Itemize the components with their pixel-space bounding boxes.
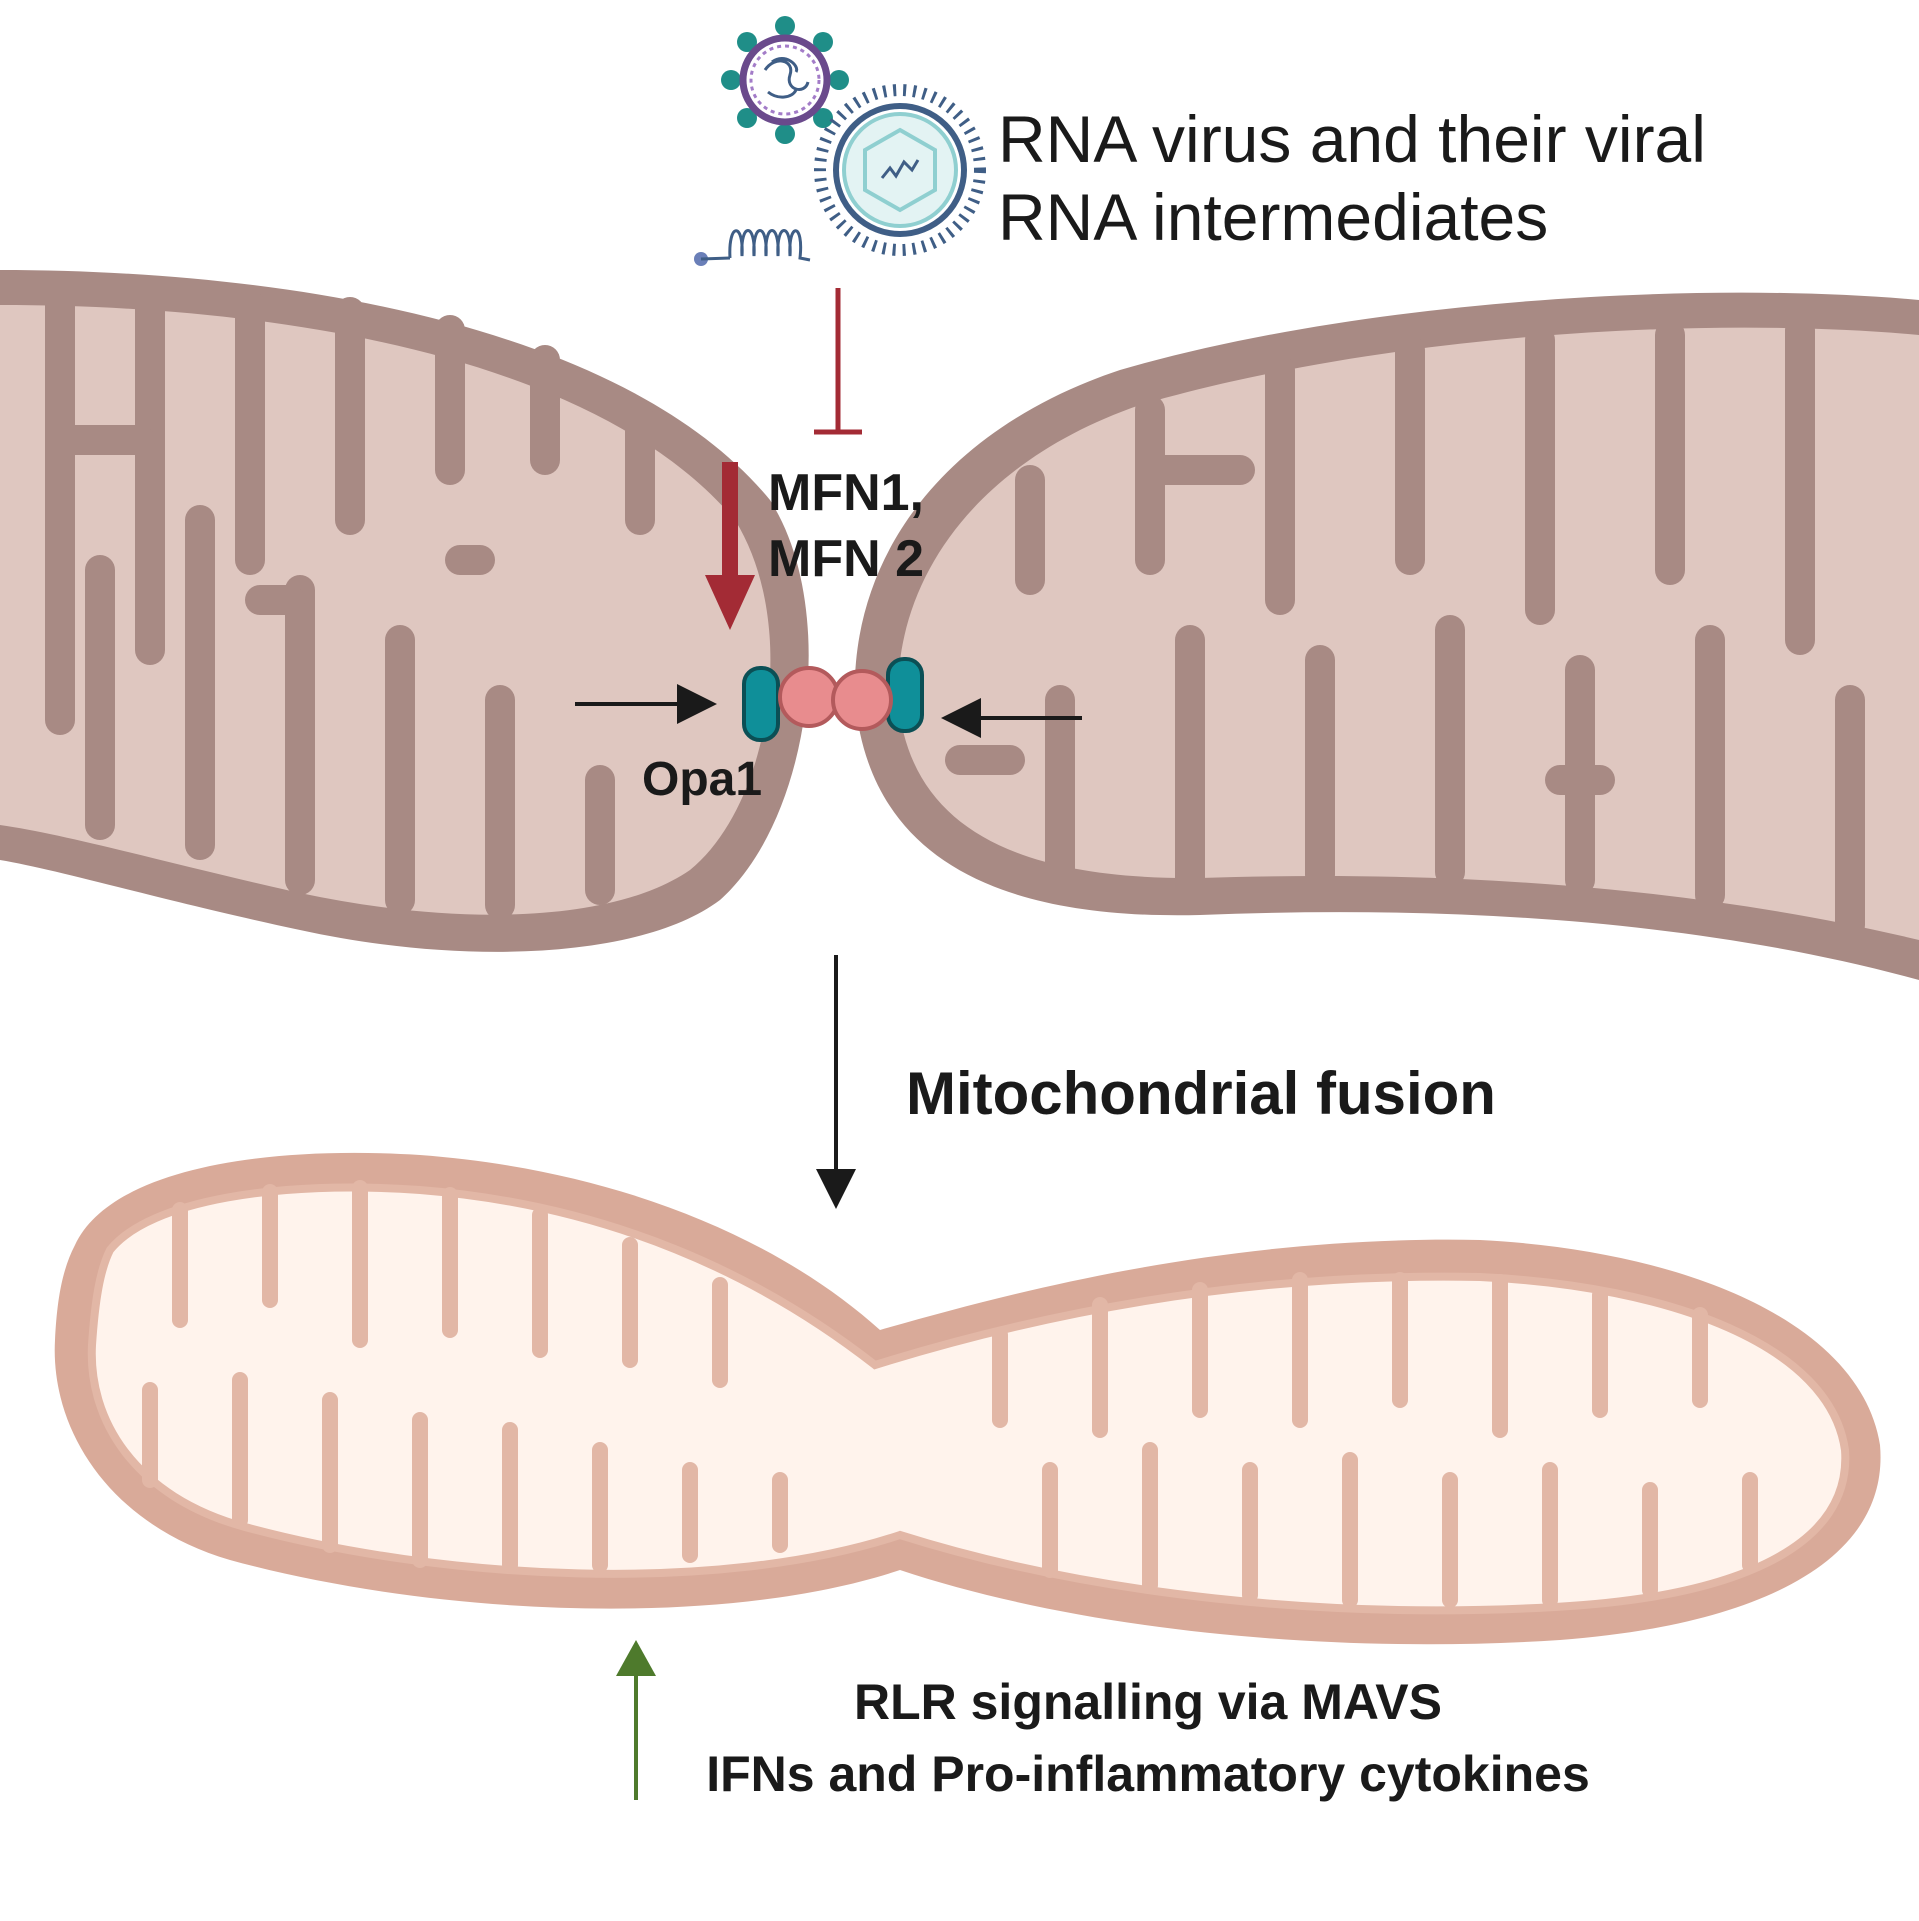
fused-mitochondrion xyxy=(54,1152,1881,1645)
enveloped-virus-icon xyxy=(814,84,986,256)
rna-strand-icon xyxy=(694,229,811,266)
mfn-label: MFN1, MFN 2 xyxy=(768,460,924,592)
left-cristae xyxy=(45,290,655,920)
right-cristae xyxy=(945,315,1865,940)
mfn-label-line2: MFN 2 xyxy=(768,530,924,588)
virus-label: RNA virus and their viral RNA intermedia… xyxy=(998,100,1706,256)
mfn-label-line1: MFN1, xyxy=(768,464,924,522)
virus-label-line2: RNA intermediates xyxy=(998,180,1549,254)
right-mitochondrion xyxy=(854,292,1919,980)
outcome-line1: RLR signalling via MAVS xyxy=(853,1674,1443,1730)
mfn-protein-right xyxy=(831,669,893,731)
coronavirus-icon xyxy=(721,16,849,144)
opa1-protein-right xyxy=(886,657,924,733)
fused-cristae xyxy=(142,1180,1758,1608)
outcome-line2: IFNs and Pro-inflammatory cytokines xyxy=(706,1746,1590,1802)
opa1-protein-left xyxy=(742,666,780,742)
virus-label-line1: RNA virus and their viral xyxy=(998,102,1706,176)
inhibition-arrow xyxy=(814,288,862,435)
left-mitochondrion xyxy=(0,270,809,952)
tethering-complex xyxy=(742,657,924,742)
mfn-protein-left xyxy=(778,666,840,728)
fusion-label: Mitochondrial fusion xyxy=(906,1060,1496,1127)
opa1-label: Opa1 xyxy=(642,753,763,806)
mfn-arrow xyxy=(705,462,755,630)
